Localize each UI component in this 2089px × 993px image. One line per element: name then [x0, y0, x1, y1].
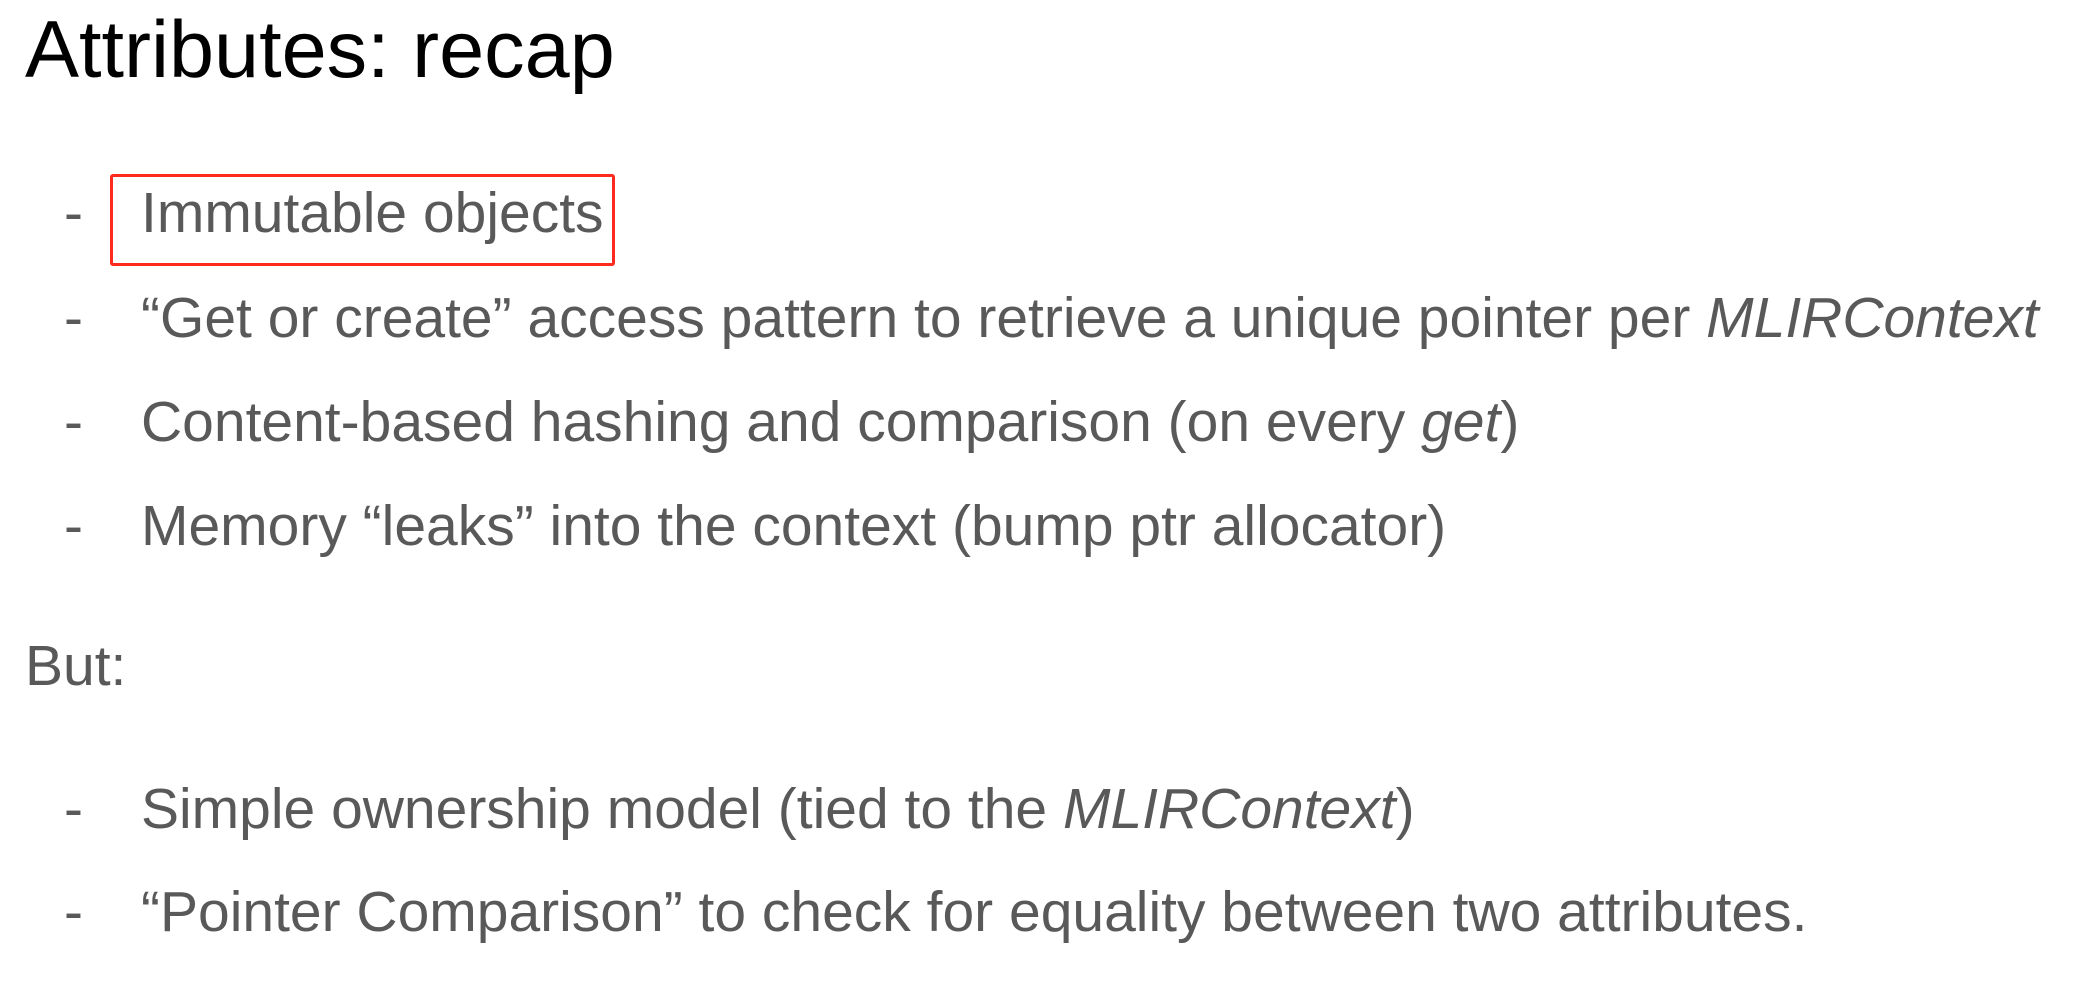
- bullet-dash: -: [64, 880, 83, 944]
- bullet-dash: -: [64, 181, 83, 245]
- bullet-dash: -: [64, 286, 83, 350]
- but-label: But:: [25, 634, 127, 698]
- bullet-dash: -: [64, 390, 83, 454]
- highlight-box: [110, 174, 615, 266]
- recap-item-text: Immutable objects: [141, 181, 604, 245]
- slide-title: Attributes: recap: [25, 5, 615, 95]
- recap-item-text: “Get or create” access pattern to retrie…: [141, 286, 2039, 350]
- bullet-dash: -: [64, 494, 83, 558]
- emphasis: MLIRContext: [1062, 777, 1396, 841]
- but-item-text: Simple ownership model (tied to the MLIR…: [141, 777, 1415, 841]
- but-item-text: “Pointer Comparison” to check for equali…: [141, 880, 1808, 944]
- emphasis: get: [1421, 390, 1501, 454]
- recap-item-text: Content-based hashing and comparison (on…: [141, 390, 1520, 454]
- bullet-dash: -: [64, 777, 83, 841]
- emphasis: MLIRContext: [1706, 286, 2039, 350]
- recap-item-text: Memory “leaks” into the context (bump pt…: [141, 494, 1447, 558]
